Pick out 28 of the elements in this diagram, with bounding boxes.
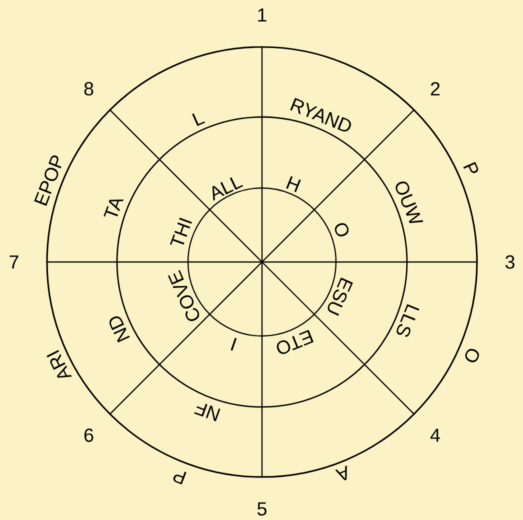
dial-number: 1 <box>258 8 266 22</box>
ring-letters: NF <box>194 404 220 422</box>
ring-letters: P <box>463 162 478 174</box>
dial-number: 8 <box>84 82 94 96</box>
ring-letters: I <box>230 338 237 351</box>
ring-letters: ALL <box>212 177 244 201</box>
ring-letters: ETO <box>276 330 314 354</box>
ring-letters: EPOP <box>34 155 62 206</box>
ring-letters: L <box>192 113 206 126</box>
dial-number: 5 <box>257 502 266 516</box>
dial-number: 3 <box>505 255 514 269</box>
ring-letters: COVE <box>168 270 200 322</box>
dial-number: 6 <box>84 428 94 442</box>
ring-letters: OUW <box>396 181 424 224</box>
ring-letters: TA <box>104 200 124 217</box>
ring-letters: O <box>465 348 479 362</box>
ring-letters: P <box>173 472 186 485</box>
ring-letters: ARI <box>46 350 72 378</box>
dial-number: 7 <box>10 255 18 269</box>
ring-letters: ESU <box>328 277 353 316</box>
ring-letters: A <box>335 466 347 480</box>
ring-letters: THI <box>170 218 192 245</box>
ring-letters: O <box>334 223 349 236</box>
ring-letters: LLS <box>396 304 420 337</box>
ring-letters: ND <box>110 316 130 343</box>
ring-letters: H <box>286 176 301 192</box>
dial-number: 2 <box>430 82 440 96</box>
dial-number: 4 <box>430 428 440 442</box>
